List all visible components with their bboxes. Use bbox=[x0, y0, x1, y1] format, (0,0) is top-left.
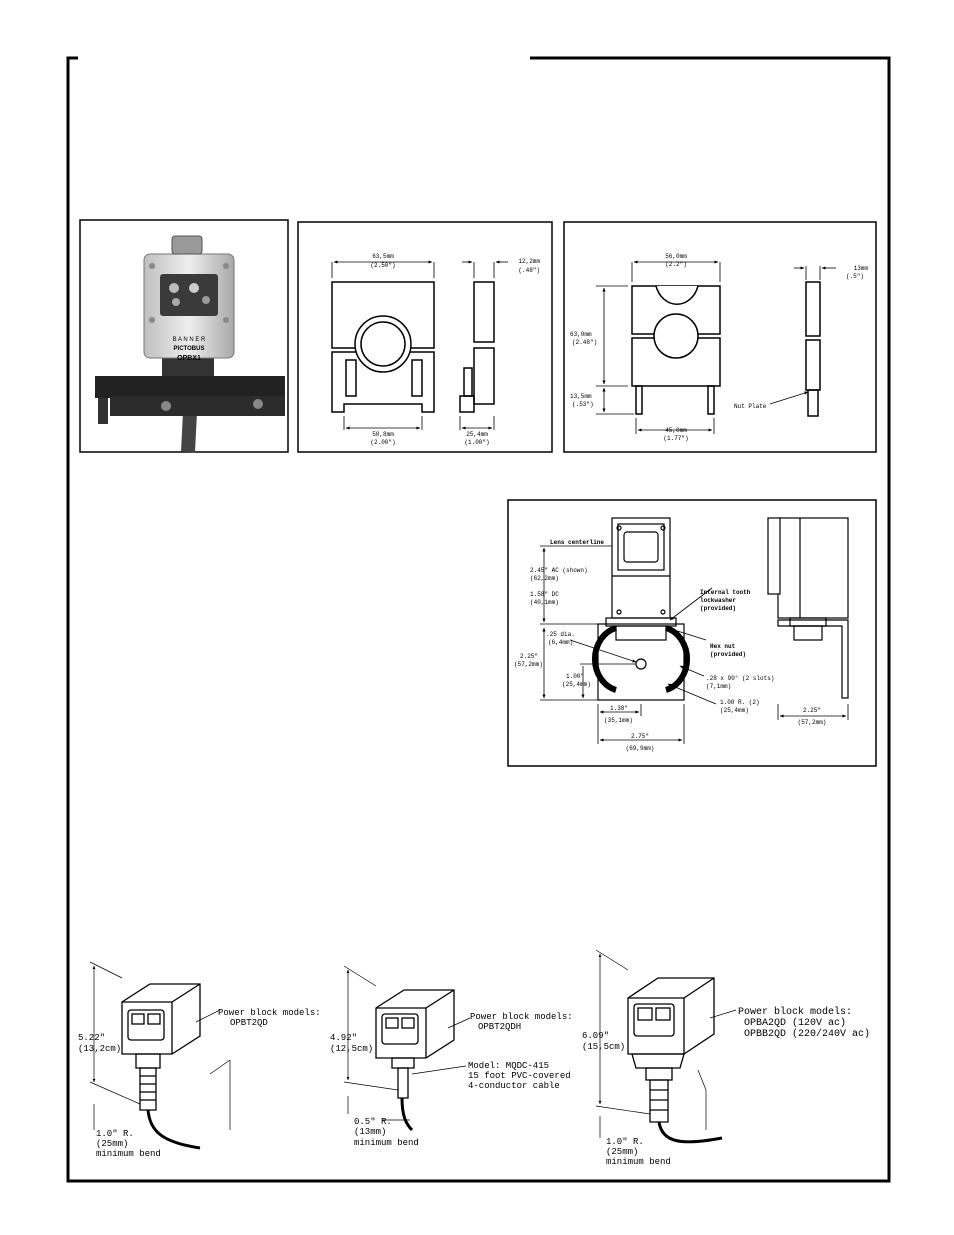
d3-tw1: 2.75" bbox=[631, 733, 649, 740]
clamp-diagram-b-panel: 56,0mm (2.2") 13mm (.5") 63,0mm (2.48") … bbox=[563, 221, 877, 453]
d3-sw2: (57,2mm) bbox=[798, 719, 827, 726]
mounting-bracket-panel: Lens centerline 2.45" AC (shown) (62,2mm… bbox=[507, 499, 877, 767]
d3-sw1: 2.25" bbox=[803, 707, 821, 714]
s3-bend-0: 1.0" R. bbox=[606, 1137, 644, 1147]
d1-bottom-width-in: (2.00") bbox=[370, 439, 395, 446]
s3-h1: 6.09" bbox=[582, 1031, 609, 1041]
d1-bottom-width: 50,8mm bbox=[372, 431, 394, 438]
bracket-photo-panel: B A N N E R PICTOBUS OPBX1 bbox=[79, 219, 289, 453]
d3-dia2: (6,4mm) bbox=[548, 639, 573, 646]
d3-w2: (35,1mm) bbox=[604, 717, 633, 724]
d3-h1: 2.25" bbox=[520, 653, 538, 660]
s3-bend-2: minimum bend bbox=[606, 1157, 671, 1167]
d1-top-width: 63,5mm bbox=[372, 253, 394, 260]
d2-bottom-width-in: (1.77") bbox=[663, 435, 688, 442]
s2-models-label: Power block models: bbox=[470, 1012, 573, 1022]
d2-side-thick: 13mm bbox=[854, 265, 869, 272]
s1-bend-1: (25mm) bbox=[96, 1139, 128, 1149]
d3-ac1: 2.45" AC (shown) bbox=[530, 567, 588, 574]
d3-c2: (25,4mm) bbox=[562, 681, 591, 688]
d2-stud: 13,5mm bbox=[570, 393, 592, 400]
d3-rad1: 1.00 R. (2) bbox=[720, 699, 760, 706]
d3-dc2: (40,1mm) bbox=[530, 599, 559, 606]
d3-lens: Lens centerline bbox=[550, 539, 604, 546]
d3-c1: 1.00" bbox=[566, 673, 584, 680]
d2-top-width: 56,0mm bbox=[665, 253, 687, 260]
d2-height: 63,0mm bbox=[570, 331, 592, 338]
s1-h1: 5.22" bbox=[78, 1033, 105, 1043]
s2-extra-1: 15 foot PVC-covered bbox=[468, 1071, 571, 1081]
s1-h2: (13,2cm) bbox=[78, 1044, 121, 1054]
d3-lock3: (provided) bbox=[700, 605, 736, 612]
d2-nut-plate: Nut Plate bbox=[734, 403, 767, 410]
d3-slot1: .28 x 90° (2 slots) bbox=[706, 675, 774, 682]
s2-extra-0: Model: MQDC-415 bbox=[468, 1061, 549, 1071]
s2-bend-1: (13mm) bbox=[354, 1127, 386, 1137]
d3-rad2: (25,4mm) bbox=[720, 707, 749, 714]
s3-model-1: OPBB2QD (220/240V ac) bbox=[744, 1028, 870, 1040]
d3-dia1: .25 dia. bbox=[546, 631, 575, 638]
page-border bbox=[66, 56, 891, 1183]
photo-product: PICTOBUS bbox=[174, 346, 205, 352]
s1-bend-0: 1.0" R. bbox=[96, 1129, 134, 1139]
s2-bend-2: minimum bend bbox=[354, 1138, 419, 1148]
d1-top-width-in: (2.50") bbox=[370, 262, 395, 269]
s3-bend-1: (25mm) bbox=[606, 1147, 638, 1157]
s3-model-0: OPBA2QD (120V ac) bbox=[744, 1017, 846, 1029]
s1-models-label: Power block models: bbox=[218, 1008, 321, 1018]
d3-w1: 1.38" bbox=[610, 705, 628, 712]
s3-h2: (15,5cm) bbox=[582, 1042, 625, 1052]
s1-bend-2: minimum bend bbox=[96, 1149, 161, 1159]
s3-models-label: Power block models: bbox=[738, 1006, 852, 1018]
d2-height-in: (2.48") bbox=[572, 339, 597, 346]
d1-side-width-in: (1.00") bbox=[464, 439, 489, 446]
d1-side-thick-in: (.48") bbox=[518, 267, 540, 274]
s2-extra-2: 4-conductor cable bbox=[468, 1081, 560, 1091]
d3-tw2: (69,9mm) bbox=[626, 745, 655, 752]
d2-side-thick-in: (.5") bbox=[846, 273, 864, 280]
d2-top-width-in: (2.2") bbox=[665, 261, 687, 268]
s2-h2: (12,5cm) bbox=[330, 1044, 373, 1054]
s2-h1: 4.92" bbox=[330, 1033, 357, 1043]
s2-model-0: OPBT2QDH bbox=[478, 1022, 521, 1032]
s1-model-0: OPBT2QD bbox=[230, 1018, 268, 1028]
photo-model: OPBX1 bbox=[177, 355, 201, 362]
s2-bend-0: 0.5" R. bbox=[354, 1117, 392, 1127]
sensor-drawing-1: 5.22" (13,2cm) Power block models: OPBT2… bbox=[78, 961, 321, 1159]
d2-stud-in: (.53") bbox=[572, 401, 594, 408]
d3-lock2: lockwasher bbox=[700, 597, 736, 604]
sensor-drawing-2: 4.92" (12,5cm) Power block models: OPBT2… bbox=[330, 965, 573, 1148]
d1-side-thick: 12,2mm bbox=[518, 258, 540, 265]
photo-brand: B A N N E R bbox=[173, 337, 206, 343]
d3-hex2: (provided) bbox=[710, 651, 746, 658]
d3-ac2: (62,2mm) bbox=[530, 575, 559, 582]
d3-h2: (57,2mm) bbox=[514, 661, 543, 668]
sensor-drawing-3: 6.09" (15,5cm) Power block models: OPBA2… bbox=[582, 949, 870, 1167]
d2-bottom-width: 45,0mm bbox=[665, 427, 687, 434]
clamp-diagram-a-panel: 63,5mm (2.50") 12,2mm (.48") 50,8mm (2.0… bbox=[297, 221, 553, 453]
d1-side-width: 25,4mm bbox=[466, 431, 488, 438]
d3-slot2: (7,1mm) bbox=[706, 683, 731, 690]
d3-dc1: 1.58" DC bbox=[530, 591, 559, 598]
d3-lock1: Internal tooth bbox=[700, 589, 751, 596]
d3-hex1: Hex nut bbox=[710, 643, 736, 650]
